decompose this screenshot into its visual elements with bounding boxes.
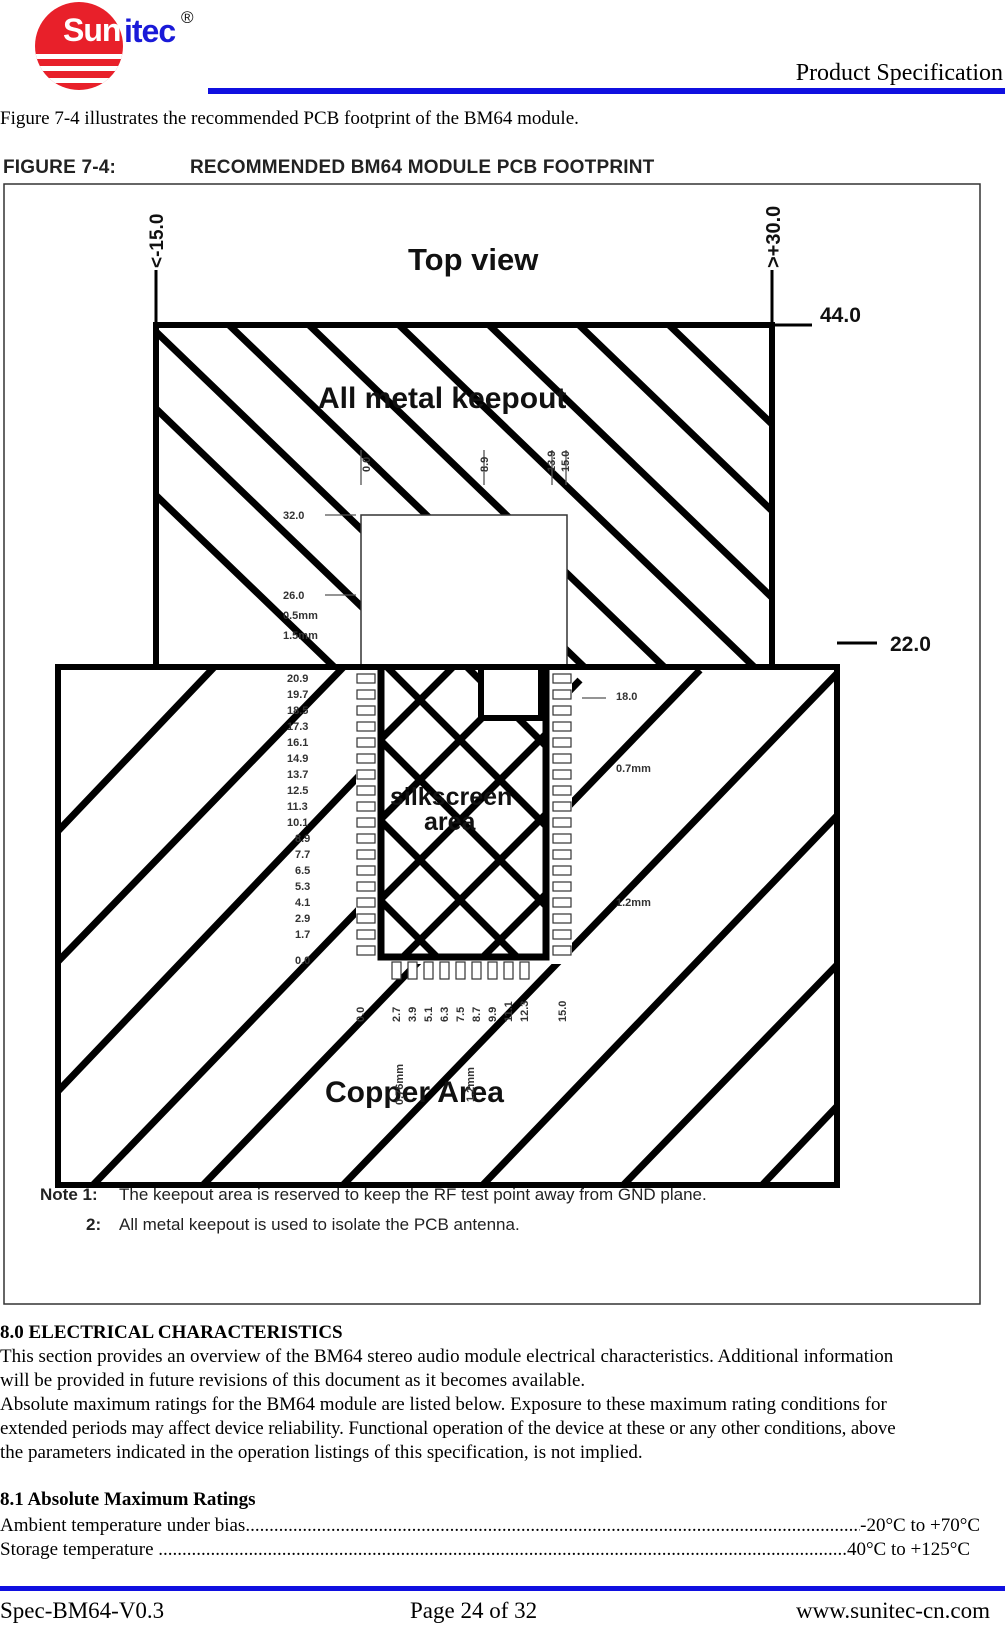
- svg-text:5.3: 5.3: [295, 881, 310, 893]
- note2-text: All metal keepout is used to isolate the…: [119, 1215, 520, 1234]
- silkscreen-crosshatch: [381, 667, 546, 957]
- svg-text:19.7: 19.7: [287, 689, 308, 701]
- keepout-label: All metal keepout: [318, 382, 566, 415]
- svg-text:14.9: 14.9: [287, 753, 308, 765]
- rating-row: Storage temperature ....................…: [0, 1538, 970, 1562]
- dim-top-label: 44.0: [820, 304, 861, 327]
- note1-text: The keepout area is reserved to keep the…: [119, 1185, 707, 1204]
- svg-text:10.1: 10.1: [287, 817, 308, 829]
- figure-frame: [3, 183, 981, 1305]
- bottom-dim-1: 0.76mm: [394, 1064, 406, 1105]
- rating-leader: ........................................…: [158, 1539, 847, 1560]
- svg-text:12.3: 12.3: [519, 1001, 531, 1022]
- svg-text:7.5: 7.5: [455, 1007, 467, 1022]
- top-view-label: Top view: [408, 242, 539, 277]
- note2-label: 2:: [86, 1215, 101, 1234]
- bottom-pads: [391, 961, 530, 980]
- dim-12-label: 1.2mm: [616, 897, 651, 909]
- section-heading-electrical: 8.0 ELECTRICAL CHARACTERISTICS: [0, 1322, 343, 1343]
- svg-text:2.9: 2.9: [295, 913, 310, 925]
- dim-mid-label: 22.0: [890, 633, 931, 656]
- figure-title: RECOMMENDED BM64 MODULE PCB FOOTPRINT: [190, 157, 655, 178]
- note1-label: Note 1:: [40, 1185, 98, 1204]
- svg-text:4.1: 4.1: [295, 897, 310, 909]
- figure-number: FIGURE 7-4:: [3, 157, 117, 178]
- copper-border: [55, 664, 840, 1188]
- section8-para2-line1: Absolute maximum ratings for the BM64 mo…: [0, 1394, 887, 1415]
- pcb-footprint-diagram: Top view All metal keepout silkscreen ar…: [3, 183, 981, 1305]
- side-pads: [356, 673, 572, 956]
- silkscreen-label-line1: silkscreen: [390, 783, 512, 811]
- rating-label: Ambient temperature under bias: [0, 1515, 246, 1536]
- svg-text:17.3: 17.3: [287, 721, 308, 733]
- top-x-label: 15.0: [560, 451, 572, 472]
- footer-page-number: Page 24 of 32: [410, 1598, 538, 1623]
- svg-text:9.9: 9.9: [487, 1007, 499, 1022]
- dim-right-label: >+30.0: [763, 206, 785, 268]
- section8-para1-line2: will be provided in future revisions of …: [0, 1370, 586, 1391]
- svg-text:11.1: 11.1: [503, 1001, 515, 1022]
- footer-spec-version: Spec-BM64-V0.3: [0, 1598, 165, 1623]
- dimension-lines: [154, 270, 877, 645]
- logo-registered-mark: ®: [181, 8, 194, 27]
- silkscreen-label-line2: area: [424, 808, 477, 836]
- section8-para1-line1: This section provides an overview of the…: [0, 1346, 894, 1367]
- thin-dimension-lines: [325, 450, 606, 699]
- top-x-label: 8.9: [479, 457, 491, 472]
- y-upper-label: 26.0: [283, 590, 304, 602]
- silkscreen-outline: [377, 667, 550, 961]
- svg-text:13.7: 13.7: [287, 769, 308, 781]
- copper-area-label: Copper Area: [325, 1076, 504, 1109]
- rating-row: Ambient temperature under bias .........…: [0, 1514, 980, 1538]
- svg-text:15.0: 15.0: [557, 1001, 569, 1022]
- y-pin-labels: 20.9 19.7 18.5 17.3 16.1 14.9 13.7 12.5 …: [287, 673, 310, 967]
- dim-18-label: 18.0: [616, 691, 637, 703]
- footer-website-link[interactable]: www.sunitec-cn.com: [796, 1598, 990, 1623]
- header-title: Product Specification: [795, 60, 1003, 86]
- bottom-dim-2: 1.2mm: [465, 1067, 477, 1102]
- svg-text:12.5: 12.5: [287, 785, 308, 797]
- svg-text:0.0: 0.0: [355, 1007, 367, 1022]
- y-upper-label: 0.5mm: [283, 610, 318, 622]
- rating-value: 40°C to +125°C: [846, 1539, 970, 1560]
- section8-para2-line2: extended periods may affect device relia…: [0, 1418, 896, 1439]
- dim-left-label: <-15.0: [147, 214, 168, 268]
- svg-text:6.3: 6.3: [439, 1007, 451, 1022]
- svg-text:3.9: 3.9: [407, 1007, 419, 1022]
- intro-text: Figure 7-4 illustrates the recommended P…: [0, 108, 579, 129]
- svg-text:16.1: 16.1: [287, 737, 308, 749]
- top-x-label: 0.0: [361, 457, 373, 472]
- section-heading-max-ratings: 8.1 Absolute Maximum Ratings: [0, 1489, 256, 1510]
- dim-07-label: 0.7mm: [616, 763, 651, 775]
- bottom-pin-labels: 0.0 2.7 3.9 5.1 6.3 7.5 8.7 9.9 11.1 12.…: [355, 1001, 569, 1022]
- rating-value: -20°C to +70°C: [860, 1515, 980, 1536]
- svg-text:20.9: 20.9: [287, 673, 308, 685]
- y-upper-label: 32.0: [283, 510, 304, 522]
- footer-rule: [0, 1586, 1005, 1591]
- logo-sun-mark: [35, 2, 123, 90]
- svg-text:6.5: 6.5: [295, 865, 310, 877]
- section8-para2-line3: the parameters indicated in the operatio…: [0, 1442, 643, 1463]
- svg-text:8.9: 8.9: [295, 833, 310, 845]
- svg-text:18.5: 18.5: [287, 705, 308, 717]
- svg-text:11.3: 11.3: [287, 801, 308, 813]
- top-x-label: 13.9: [546, 451, 558, 472]
- rating-label: Storage temperature: [0, 1539, 159, 1560]
- header-rule: [208, 88, 1005, 94]
- svg-text:5.1: 5.1: [423, 1007, 435, 1022]
- svg-text:2.7: 2.7: [391, 1007, 403, 1022]
- svg-text:8.7: 8.7: [471, 1007, 483, 1022]
- svg-text:7.7: 7.7: [295, 849, 310, 861]
- svg-text:0.0: 0.0: [295, 955, 310, 967]
- logo-sun-text: Sun: [63, 12, 121, 48]
- y-upper-label: 1.5mm: [283, 630, 318, 642]
- logo-itec-text: itec: [124, 13, 176, 49]
- rating-leader: ........................................…: [245, 1515, 860, 1536]
- svg-text:1.7: 1.7: [295, 929, 310, 941]
